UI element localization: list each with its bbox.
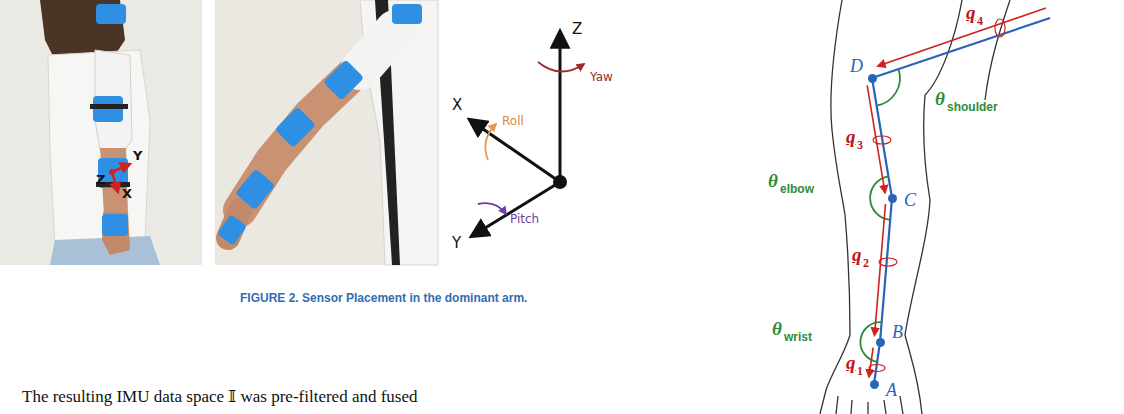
axis-label: X [122, 186, 132, 201]
axis-label: Z [96, 172, 105, 187]
axis-label: Y [452, 234, 461, 252]
rotation-symbols [869, 19, 1005, 372]
axis-label: Y [133, 148, 142, 163]
axis-label: X [452, 96, 462, 114]
vector-symbol: q [846, 352, 856, 374]
joint-point: A [870, 380, 879, 389]
vector-subscript: 1 [857, 364, 863, 379]
arm-segments [872, 18, 1050, 384]
arm-outline [820, 0, 1010, 414]
vector-symbol: q [846, 126, 856, 148]
vector-subscript: 3 [857, 138, 863, 153]
rotation-label: Roll [502, 114, 524, 128]
joint-point: D [868, 74, 877, 83]
joint-point: C [888, 194, 897, 203]
angle-subscript: elbow [780, 182, 814, 196]
joint-angle-arcs [860, 69, 900, 362]
angle-symbol: θ [935, 88, 945, 110]
axis-diagram [470, 32, 584, 236]
body-text: The resulting IMU data space 𝕀 was pre-f… [22, 386, 418, 407]
vector-symbol: q [852, 244, 862, 266]
joint-label: C [904, 190, 916, 211]
photo-side-view [0, 0, 202, 265]
joint-label: A [886, 380, 897, 401]
angle-symbol: θ [768, 170, 778, 192]
vector-arrow [867, 85, 885, 192]
vector-symbol: q [966, 2, 976, 24]
joint-label: B [892, 322, 903, 343]
vector-arrow [875, 204, 886, 335]
vector-arrow [869, 348, 873, 377]
vector-subscript: 4 [977, 14, 983, 29]
rotation-label: Yaw [590, 70, 613, 84]
rotation-label: Pitch [510, 212, 539, 226]
angle-subscript: shoulder [947, 100, 998, 114]
joint-label: D [850, 56, 863, 77]
q4-vector [878, 8, 1046, 66]
photo-arm-extended [215, 0, 438, 265]
angle-subscript: wrist [784, 330, 812, 344]
axis-label: Z [572, 20, 582, 38]
joint-point: B [876, 338, 885, 347]
angle-symbol: θ [772, 318, 782, 340]
vector-subscript: 2 [863, 256, 869, 271]
figure-caption: FIGURE 2. Sensor Placement in the domina… [240, 291, 527, 305]
